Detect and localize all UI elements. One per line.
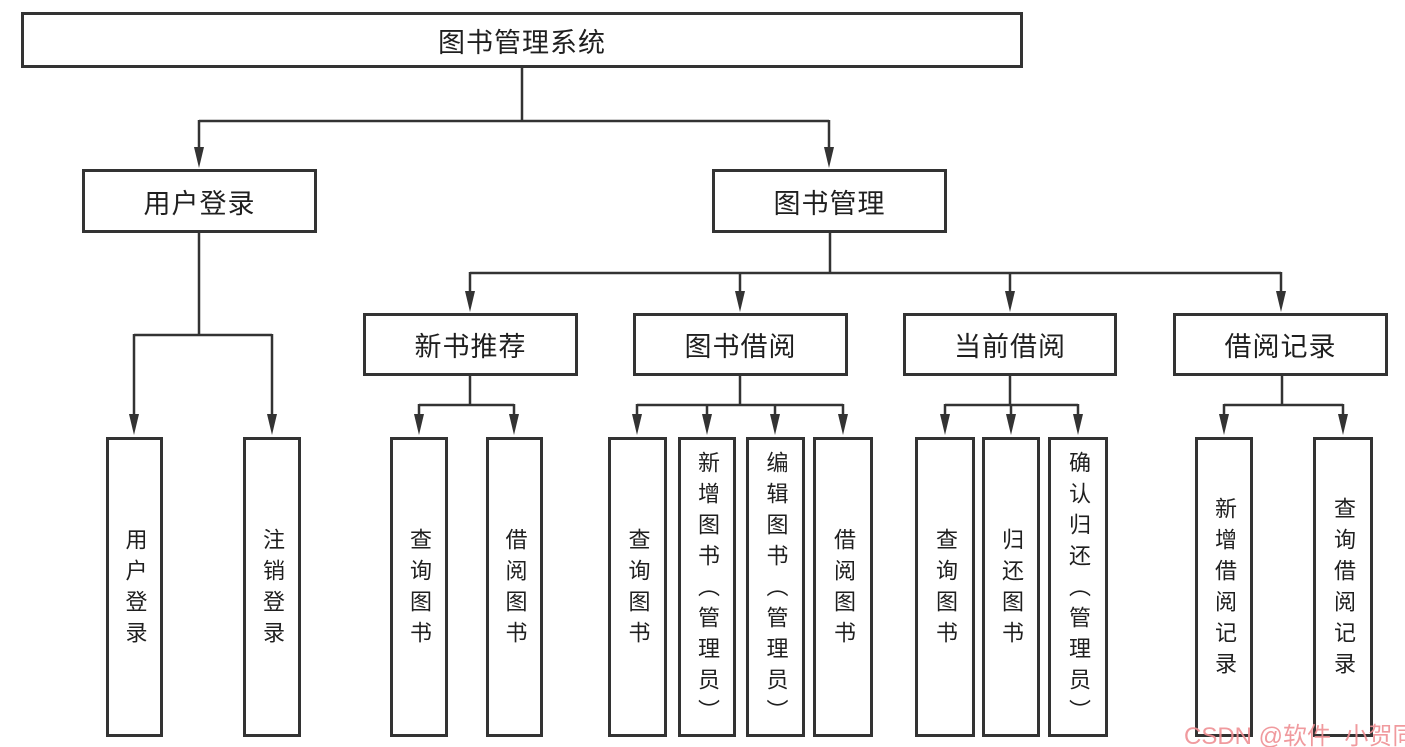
leaf-query-book-current: 查询图书 [915,437,975,737]
leaf-logout: 注销登录 [243,437,301,737]
csdn-watermark: CSDN @软件_小贺同学 [1184,723,1405,747]
node-new-book-recommend: 新书推荐 [363,313,578,376]
leaf-logout-label: 注销登录 [260,528,285,652]
connector-current-branch [943,376,1080,418]
leaf-return-book-label: 归还图书 [999,528,1024,652]
leaf-return-book: 归还图书 [982,437,1040,737]
node-borrow-record-label: 借阅记录 [1224,332,1337,362]
leaf-user-login: 用户登录 [106,437,163,737]
leaf-user-login-label: 用户登录 [122,528,148,652]
connector-userlogin-branch [132,233,274,418]
leaf-query-borrow-record-label: 查询借阅记录 [1331,497,1356,683]
node-current-borrow-label: 当前借阅 [954,332,1066,362]
leaf-query-book-current-label: 查询图书 [933,528,958,652]
leaf-query-book-recommend: 查询图书 [390,437,448,737]
connector-newbook-branch [417,376,516,418]
leaf-query-book-borrow-label: 查询图书 [625,528,651,652]
node-current-borrow: 当前借阅 [903,313,1117,376]
leaf-confirm-return-admin: 确认归还（管理员） [1048,437,1108,737]
node-borrow-record: 借阅记录 [1173,313,1388,376]
leaf-confirm-return-admin-label: 确认归还（管理员） [1066,450,1091,730]
leaf-add-borrow-record-label: 新增借阅记录 [1212,497,1237,683]
leaf-query-borrow-record: 查询借阅记录 [1313,437,1373,737]
node-book-management-label: 图书管理 [773,188,886,219]
node-new-book-recommend-label: 新书推荐 [414,332,527,362]
node-user-login-label: 用户登录 [143,188,256,219]
node-book-borrow: 图书借阅 [633,313,848,376]
node-book-borrow-label: 图书借阅 [684,332,797,362]
leaf-query-book-recommend-label: 查询图书 [407,528,432,652]
leaf-add-book-admin-label: 新增图书（管理员） [695,450,720,730]
leaf-borrow-book-recommend-label: 借阅图书 [502,528,528,652]
leaf-query-book-borrow: 查询图书 [608,437,667,737]
connector-record-branch [1222,376,1345,418]
leaf-edit-book-admin: 编辑图书（管理员） [746,437,805,737]
leaf-edit-book-admin-label: 编辑图书（管理员） [763,450,789,730]
connector-borrow-branch [635,376,845,418]
arrowheads [129,147,1348,435]
connector-bookmgmt-to-level2 [468,233,1283,295]
leaf-add-book-admin: 新增图书（管理员） [678,437,736,737]
node-root-label: 图书管理系统 [438,27,606,58]
leaf-borrow-book-label: 借阅图书 [831,528,856,652]
leaf-add-borrow-record: 新增借阅记录 [1195,437,1253,737]
node-book-management-module: 图书管理 [712,169,947,233]
leaf-borrow-book: 借阅图书 [813,437,873,737]
node-root-library-system: 图书管理系统 [21,12,1023,68]
leaf-borrow-book-recommend: 借阅图书 [486,437,543,737]
connector-root-to-level1 [197,68,831,150]
node-user-login-module: 用户登录 [82,169,317,233]
